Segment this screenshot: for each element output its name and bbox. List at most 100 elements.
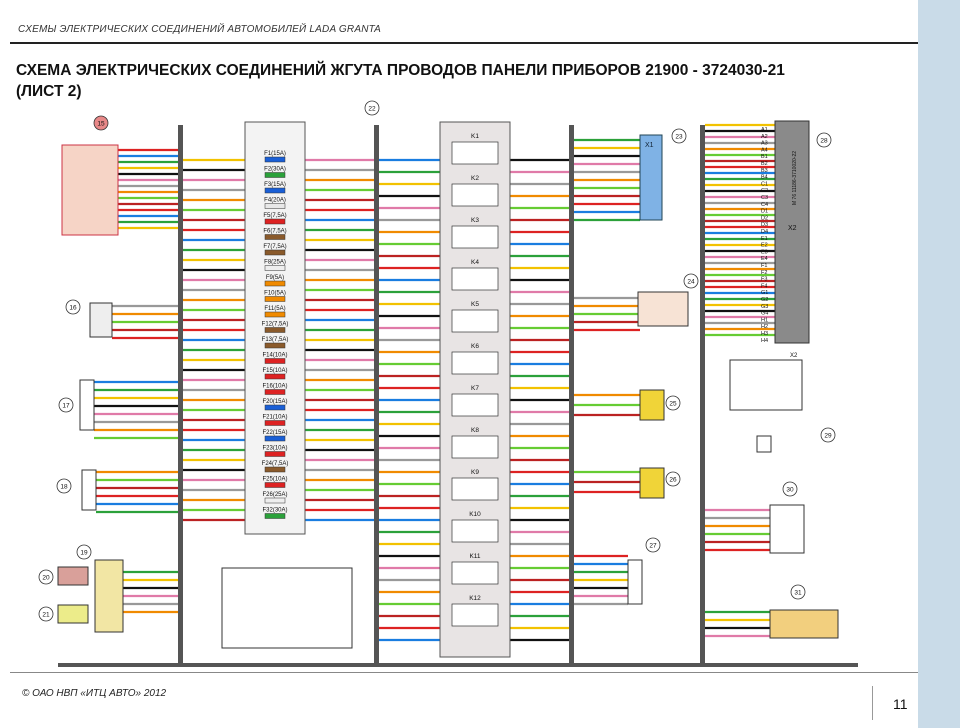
- x2-pin-label: C1: [761, 181, 768, 187]
- fuse-body: [264, 497, 286, 504]
- fuse-body: [264, 482, 286, 488]
- relay-label: K3: [471, 217, 479, 224]
- callout-marker: [38, 606, 54, 622]
- fuse-label: F22(15A): [262, 430, 287, 436]
- callout-marker: [645, 537, 661, 553]
- fuse-label: F12(7,5A): [262, 322, 289, 328]
- page-number: 11: [893, 696, 908, 712]
- callout-number: 21: [42, 612, 50, 619]
- relay-symbol: [451, 309, 499, 333]
- fuse-label: F7(7,5A): [263, 244, 286, 250]
- relay-symbol: [451, 183, 499, 207]
- x2-pin-label: B4: [761, 175, 768, 181]
- relay-symbol: [451, 267, 499, 291]
- relay-symbol: [451, 435, 499, 459]
- fuse-label: F5(7,5A): [263, 213, 286, 219]
- fuse-label: F32(30A): [262, 508, 287, 514]
- module-31: [769, 609, 839, 639]
- relay-symbol: [451, 351, 499, 375]
- fuse-body: [264, 280, 286, 287]
- x1-connector-block: [639, 134, 663, 221]
- bus-trunks: [58, 125, 858, 667]
- lamp-26: [639, 467, 665, 499]
- callout-number: 15: [97, 121, 105, 128]
- connector-16: [89, 302, 113, 338]
- callout-number: 20: [42, 575, 50, 582]
- fuse-body: [264, 451, 286, 457]
- fuse-label: F25(10A): [262, 477, 287, 483]
- relay-label: K12: [469, 595, 481, 602]
- x2-pin-label: E3: [761, 249, 768, 255]
- x2-pin-label: D1: [761, 209, 768, 215]
- x2-pin-label: C4: [761, 202, 768, 208]
- fuse-body: [264, 513, 286, 519]
- callout-marker: [76, 544, 92, 560]
- fuse-body: [264, 420, 286, 426]
- relay-label: K1: [471, 133, 479, 140]
- fuse-body: [264, 296, 286, 302]
- connector-30: [769, 504, 805, 554]
- fuse-body: [264, 327, 286, 333]
- fuse-label: F23(10A): [262, 446, 287, 452]
- x2-pin-label: D2: [761, 215, 768, 221]
- fuse-body: [264, 187, 286, 194]
- fuse-body: [264, 373, 286, 380]
- x2-pin-label: A1: [761, 127, 768, 133]
- relay-label: K2: [471, 175, 479, 182]
- x2-pin-label: A4: [761, 147, 768, 153]
- callout-marker: [38, 569, 54, 585]
- callout-number: 22: [368, 106, 376, 113]
- fuse-label: F6(7,5A): [263, 229, 286, 235]
- x2-pin-label: G4: [761, 311, 768, 317]
- x2-pin-label: H1: [761, 317, 768, 323]
- fuse-body: [264, 435, 286, 442]
- fuse-label: F24(7,5A): [262, 461, 289, 467]
- x2-pin-label: C3: [761, 195, 768, 201]
- relay-label: K8: [471, 427, 479, 434]
- x2-pin-label: D4: [761, 229, 768, 235]
- x2-pin-label: E4: [761, 256, 768, 262]
- x2-pin-label: A3: [761, 141, 768, 147]
- x2-pin-label: H2: [761, 324, 768, 330]
- x2-pin-label: F1: [761, 263, 767, 269]
- fuse-label: F1(15A): [264, 151, 286, 157]
- fuse-label: F4(20A): [264, 198, 286, 204]
- callout-marker: [65, 299, 81, 315]
- callout-number: 23: [675, 134, 683, 141]
- connector-27: [627, 559, 643, 605]
- x2-pin-label: G2: [761, 297, 768, 303]
- fuse-label: F16(10A): [262, 384, 287, 390]
- fuse-label: F2(30A): [264, 167, 286, 173]
- page-title: СХЕМА ЭЛЕКТРИЧЕСКИХ СОЕДИНЕНИЙ ЖГУТА ПРО…: [16, 60, 906, 102]
- module-code-label: M 76 11186-3710020-22: [792, 151, 798, 205]
- x2-pin-label: B1: [761, 154, 768, 160]
- fuse-label: F8(25A): [264, 260, 286, 266]
- switch-unit-15: [61, 144, 119, 236]
- fuse-body: [264, 218, 286, 225]
- connector-18: [81, 469, 97, 511]
- fuse-body: [264, 404, 286, 411]
- fuse-body: [264, 156, 286, 163]
- lamp-24: [637, 291, 689, 327]
- callout-marker: [58, 397, 74, 413]
- x2-pin-label: H4: [761, 338, 768, 344]
- fuse-label: F13(7,5A): [262, 337, 289, 343]
- callout-marker: [671, 128, 687, 144]
- connector-29: [756, 435, 772, 453]
- relay-symbol: [451, 141, 499, 165]
- component-20: [57, 566, 89, 586]
- title-line-2: (ЛИСТ 2): [16, 83, 82, 100]
- relay-label: K10: [469, 511, 481, 518]
- right-margin-strip: [918, 0, 960, 728]
- fuse-label: F26(25A): [262, 492, 287, 498]
- x2-pin-label: F4: [761, 283, 767, 289]
- fuse-body: [264, 265, 286, 271]
- x2-connector-block: [774, 120, 810, 344]
- fuse-label: F9(5A): [266, 275, 284, 281]
- callout-number: 18: [60, 484, 68, 491]
- callout-marker: [364, 100, 380, 116]
- fuse-list: F1(15A)F2(30A)F3(15A)F4(20A)F5(7,5A)F6(7…: [262, 151, 289, 519]
